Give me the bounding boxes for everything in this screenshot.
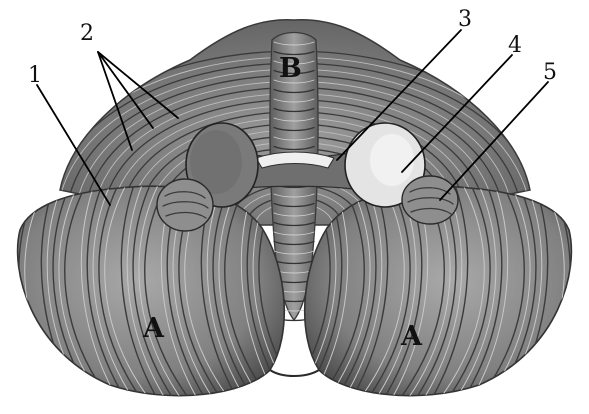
label-3: 3 <box>458 7 472 32</box>
label-a-right: A <box>400 321 423 352</box>
midline-notch <box>270 370 319 376</box>
label-5: 5 <box>543 60 557 85</box>
label-b: B <box>279 53 302 84</box>
left-hemisphere <box>18 186 285 395</box>
left-flocculus <box>157 179 213 231</box>
label-1: 1 <box>28 63 42 88</box>
label-4: 4 <box>508 33 522 58</box>
right-flocculus <box>402 176 458 224</box>
label-2: 2 <box>80 21 94 46</box>
label-a-left: A <box>142 313 165 344</box>
